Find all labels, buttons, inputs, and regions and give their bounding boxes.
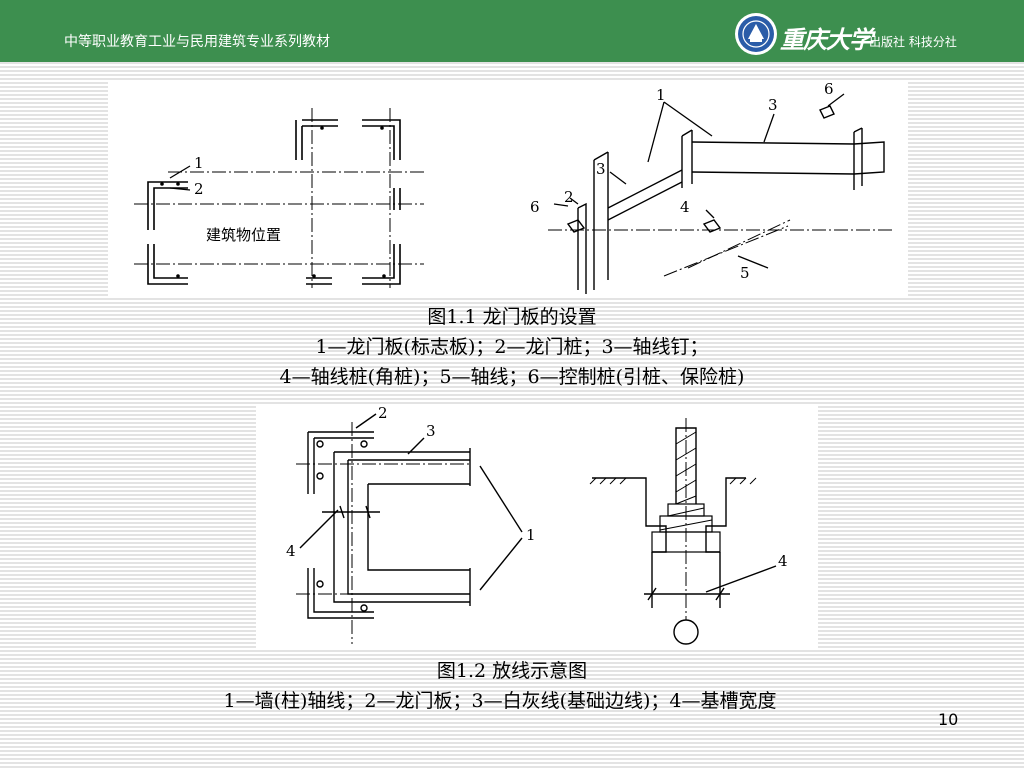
callout-2: 2 <box>378 404 388 422</box>
figure-1-1-legend-line-2: 4—轴线桩(角桩)；5—轴线；6—控制桩(引桩、保险桩) <box>279 366 745 388</box>
callout-4-perspective: 4 <box>680 198 690 216</box>
figure-1-1-legend-line-1: 1—龙门板(标志板)；2—龙门桩；3—轴线钉； <box>315 336 709 358</box>
callout-3: 3 <box>426 422 436 440</box>
figure-1-1-batter-board-layout: 1 2 建筑物位置 1 3 6 3 2 6 4 5 <box>108 80 908 296</box>
callout-4-plan: 4 <box>286 542 296 560</box>
callout-3-left-perspective: 3 <box>596 160 606 178</box>
header-bar: 中等职业教育工业与民用建筑专业系列教材 重庆大学 出版社 科技分社 <box>0 0 1024 62</box>
callout-1: 1 <box>526 526 536 544</box>
callout-5-perspective: 5 <box>740 264 750 282</box>
callout-3-perspective: 3 <box>768 96 778 114</box>
figure-1-2-drawing: 2 3 1 4 4 <box>286 404 788 645</box>
callout-6-left-perspective: 6 <box>530 198 540 216</box>
figure-1-1-drawing: 1 2 建筑物位置 1 3 6 3 2 6 4 5 <box>134 80 894 294</box>
university-name: 重庆大学 <box>780 25 873 54</box>
page-number: 10 <box>938 710 959 729</box>
university-seal-icon <box>735 13 777 55</box>
figure-1-2-layout-schematic: 2 3 1 4 4 <box>256 404 818 650</box>
callout-1: 1 <box>194 154 204 172</box>
figure-1-2-legend-line-1: 1—墙(柱)轴线；2—龙门板；3—白灰线(基础边线)；4—基槽宽度 <box>223 690 777 712</box>
publisher-suffix: 出版社 科技分社 <box>869 35 957 49</box>
callout-1-perspective: 1 <box>656 86 666 104</box>
figure-1-2-title: 图1.2 放线示意图 <box>436 660 588 682</box>
figure-1-1-title: 图1.1 龙门板的设置 <box>427 306 597 328</box>
building-position-label: 建筑物位置 <box>206 226 281 244</box>
callout-2: 2 <box>194 180 204 198</box>
callout-4-section: 4 <box>778 552 788 570</box>
series-title: 中等职业教育工业与民用建筑专业系列教材 <box>64 34 330 50</box>
callout-2-perspective: 2 <box>564 188 574 206</box>
callout-6-perspective: 6 <box>824 80 834 98</box>
